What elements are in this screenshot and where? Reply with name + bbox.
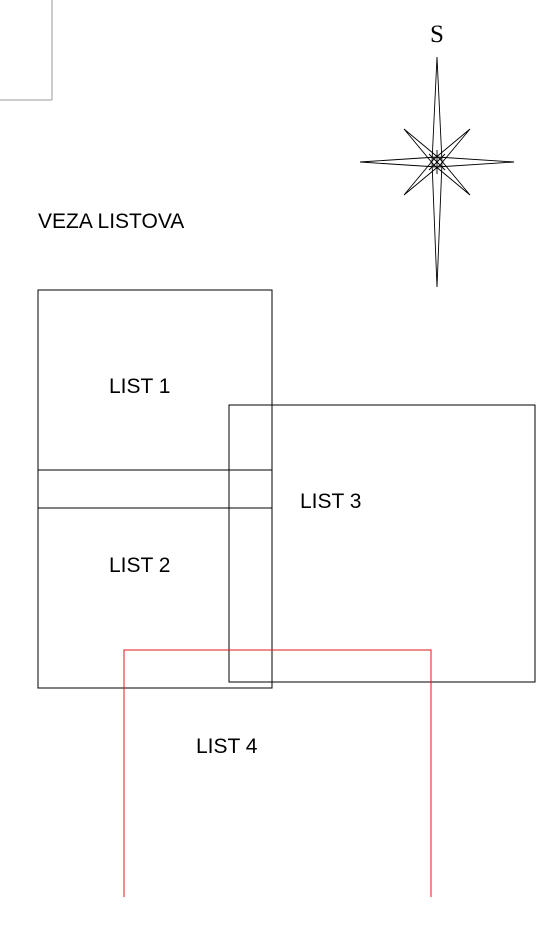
sheet-1-label: LIST 1 [109, 375, 170, 398]
compass-letter: S [430, 21, 444, 48]
sheet-3-outline [228, 404, 536, 683]
sheet-3-label: LIST 3 [300, 490, 361, 513]
sheet-2-outline [37, 469, 273, 689]
sheet-4-outline [123, 649, 432, 897]
top-left-frame [0, 0, 53, 101]
sheet-2-label: LIST 2 [109, 554, 170, 577]
diagram-title: VEZA LISTOVA [38, 210, 184, 233]
sheet-4-label: LIST 4 [196, 735, 258, 758]
sheet-1-outline [37, 289, 273, 509]
compass-icon [359, 56, 515, 288]
